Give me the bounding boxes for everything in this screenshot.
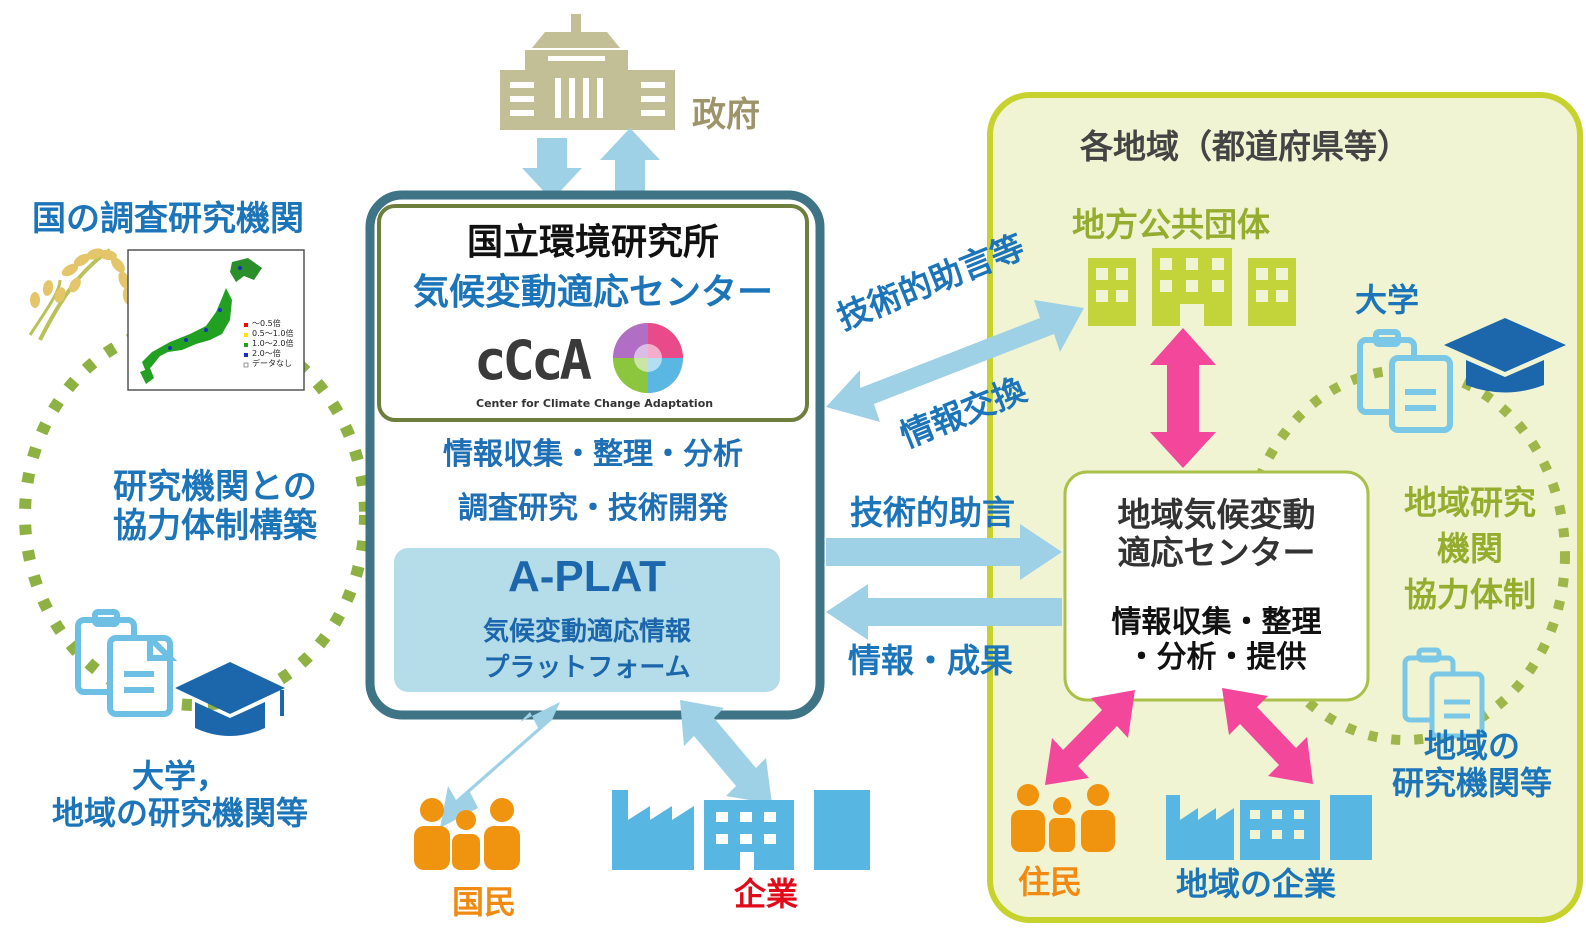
government-label: 政府 — [692, 95, 760, 135]
nies-inner-box — [377, 204, 809, 422]
regional-center-title: 地域気候変動 適応センター — [1065, 496, 1368, 572]
regional-research-coop-line1: 地域研究 — [1404, 483, 1536, 522]
companies-factory-icon — [612, 790, 870, 870]
aplat-subtitle-2: プラットフォーム — [483, 653, 691, 683]
arrow-advice-exchange — [826, 300, 1084, 422]
regional-research-institutes-label: 地域の 研究機関等 — [1372, 728, 1572, 802]
nies-center-name: 気候変動適応センター — [412, 272, 773, 313]
residents-people-icon — [1011, 784, 1115, 852]
map-legend-item: 2.0～倍 — [252, 349, 281, 358]
ccca-logo-emblem-icon — [613, 323, 683, 393]
pink-arrow-center-companies — [1222, 688, 1313, 784]
citizens-label: 国民 — [452, 883, 517, 921]
map-legend-item: ～0.5倍 — [252, 319, 281, 328]
citizens-people-icon — [414, 798, 520, 870]
regional-research-institutes-line1: 地域の — [1423, 727, 1520, 765]
regional-center-task2: ・分析・提供 — [1126, 639, 1307, 675]
arrow-nies-citizens — [440, 702, 560, 828]
government-arrows — [522, 128, 660, 200]
map-legend-item: 1.0～2.0倍 — [252, 339, 294, 348]
clipboard-icon-left — [75, 609, 178, 717]
pink-arrow-center-residents — [1045, 690, 1135, 785]
ccca-logo-caption: Center for Climate Change Adaptation — [476, 397, 714, 410]
nies-task-1: 情報収集・整理・分析 — [443, 437, 743, 472]
national-research-title: 国の調査研究機関 — [32, 199, 304, 239]
local-government-buildings-icon — [1088, 248, 1296, 326]
residents-label: 住民 — [1018, 863, 1083, 901]
companies-label: 企業 — [734, 875, 799, 913]
local-companies-factory-icon — [1166, 795, 1372, 860]
region-title: 各地域（都道府県等） — [1080, 127, 1410, 166]
regional-research-coop-line2: 機関 — [1437, 529, 1503, 569]
local-government-label: 地方公共団体 — [1072, 205, 1270, 244]
pink-arrows — [1045, 328, 1313, 785]
national-cooperation-line1: 研究機関との — [113, 467, 317, 507]
regional-research-institutes-line2: 研究機関等 — [1391, 763, 1552, 802]
rice-plant-icon — [28, 248, 134, 341]
regional-center-task1: 情報収集・整理 — [1111, 605, 1322, 640]
national-cooperation-line2: 協力体制構築 — [113, 506, 317, 547]
map-legend-item: データなし — [252, 359, 292, 368]
map-legend: ～0.5倍 0.5～1.0倍 1.0～2.0倍 2.0～倍 データなし — [252, 319, 293, 369]
info-results-label: 情報・成果 — [848, 641, 1013, 680]
national-cooperation-dotted-circle — [19, 319, 371, 711]
universities-left-line2: 地域の研究機関等 — [51, 793, 308, 832]
aplat-box — [394, 548, 780, 692]
arrow-nies-companies — [680, 700, 772, 804]
arrow-info-left — [826, 584, 1062, 640]
aplat-subtitle-1: 気候変動適応情報 — [482, 617, 691, 647]
pink-arrow-localgov-center — [1150, 328, 1216, 468]
regional-research-coop-label: 地域研究 機関 協力体制 — [1380, 480, 1560, 619]
regional-center-title-line2: 適応センター — [1117, 532, 1316, 572]
local-companies-label: 地域の企業 — [1176, 865, 1337, 903]
japan-map-image — [127, 249, 305, 391]
arrow-advice-right — [826, 524, 1062, 580]
map-legend-item: 0.5～1.0倍 — [252, 329, 294, 338]
graduation-cap-icon-left — [175, 662, 285, 736]
nies-name: 国立環境研究所 — [466, 222, 719, 263]
clipboard-icon-region-university — [1357, 329, 1453, 433]
clipboard-icon-region-research — [1402, 647, 1485, 739]
ccca-logo-wordmark: cCcA — [474, 329, 592, 392]
national-cooperation-label: 研究機関との 協力体制構築 — [90, 467, 340, 547]
regional-research-coop-line3: 協力体制 — [1404, 575, 1536, 615]
advice-label: 技術的助言 — [850, 493, 1015, 532]
aplat-title: A-PLAT — [507, 552, 667, 601]
ccca-logo-text: cCcA — [474, 329, 592, 392]
blue-arrows — [440, 300, 1084, 828]
regional-center-box — [1063, 470, 1370, 702]
universities-left-line1: 大学， — [131, 757, 228, 795]
regional-center-title-line1: 地域気候変動 — [1117, 495, 1316, 534]
region-university-label: 大学 — [1355, 281, 1420, 319]
regional-center-tasks: 情報収集・整理 ・分析・提供 — [1065, 605, 1368, 675]
nies-task-2: 調査研究・技術開発 — [458, 491, 728, 526]
universities-left-label: 大学， 地域の研究機関等 — [20, 758, 340, 832]
graduation-cap-icon-region — [1444, 318, 1566, 393]
government-building-icon — [500, 14, 675, 130]
